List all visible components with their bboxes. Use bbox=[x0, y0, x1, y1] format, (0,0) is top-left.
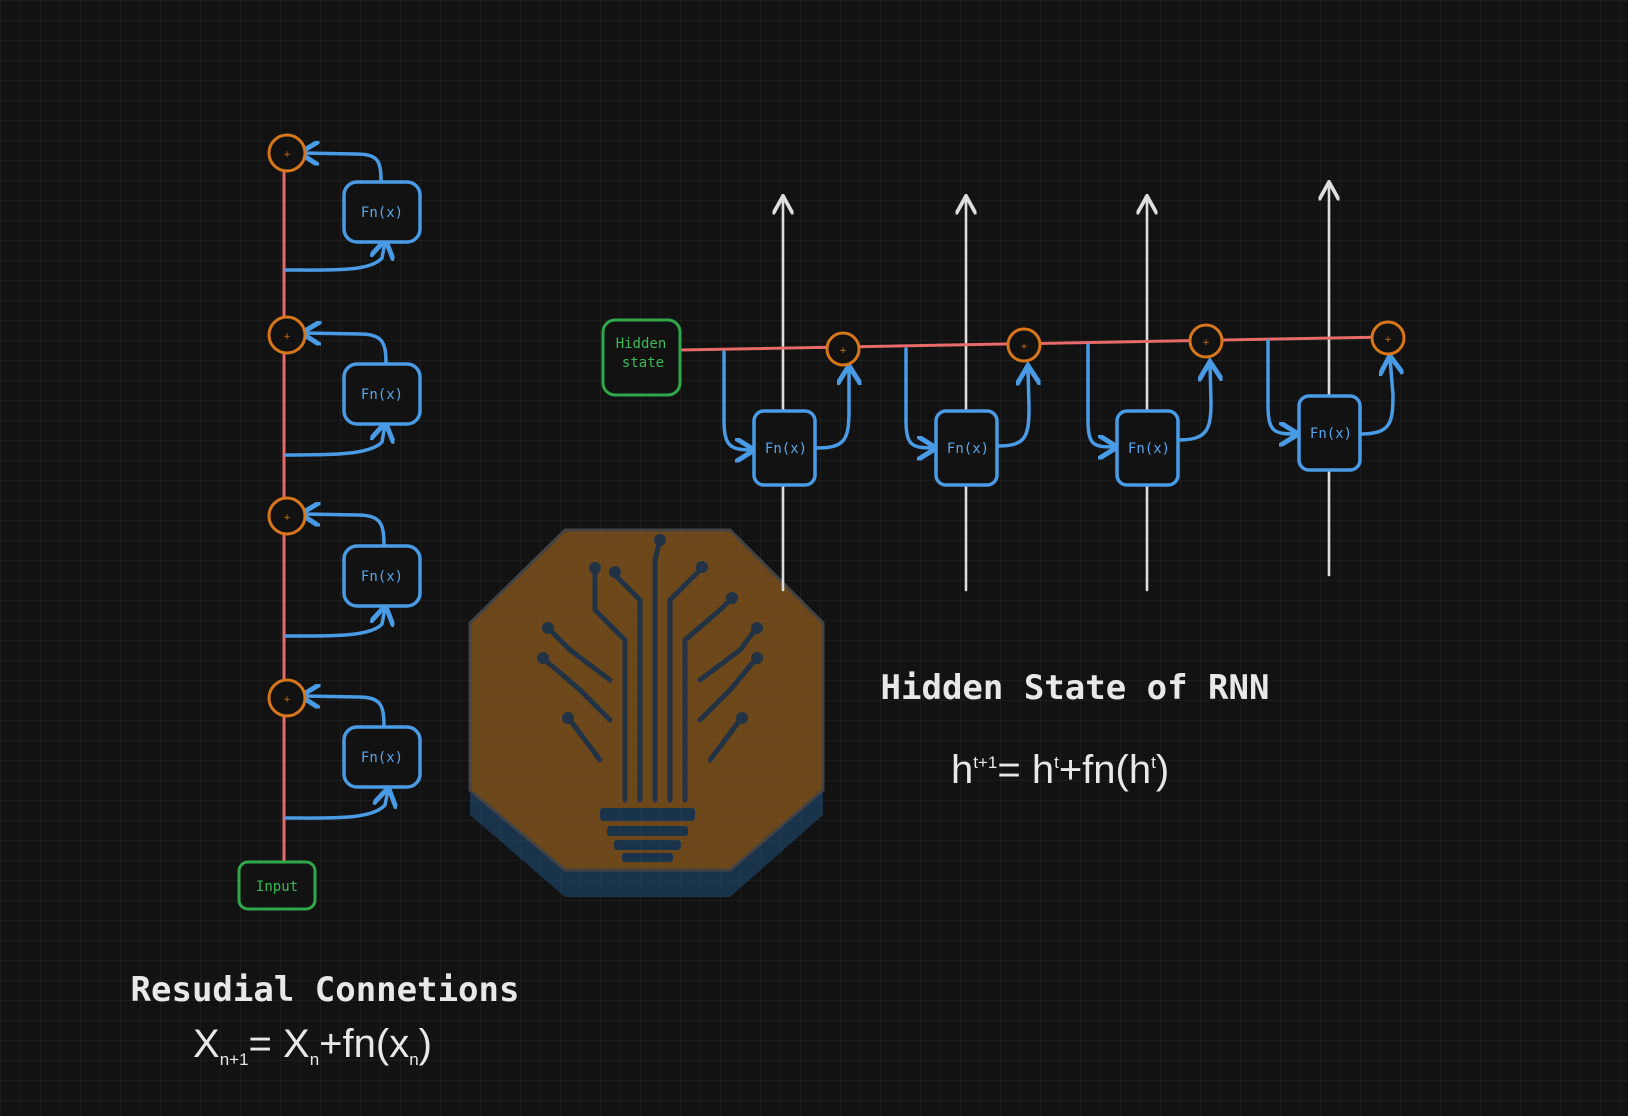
residual-output-arrow bbox=[304, 333, 388, 366]
fn-block bbox=[342, 725, 422, 789]
input-label: Input bbox=[256, 879, 298, 895]
residual-input-arrow bbox=[284, 242, 385, 272]
formula-superscript: t bbox=[1054, 753, 1059, 772]
fn-label: Fn(x) bbox=[361, 750, 403, 766]
formula-part: X bbox=[193, 1022, 220, 1066]
residual-network-diagram: Fn(x) + Fn(x) + Fn(x) + Fn(x) bbox=[131, 133, 520, 1069]
fn-label: Fn(x) bbox=[361, 387, 403, 403]
input-box bbox=[237, 860, 317, 911]
rnn-input-arrow bbox=[904, 347, 934, 448]
rnn-cell: Fn(x) + bbox=[1086, 323, 1224, 487]
formula-subscript: n+1 bbox=[220, 1050, 249, 1069]
residual-output-arrow bbox=[302, 153, 383, 184]
formula-part: +fn(h bbox=[1059, 748, 1151, 792]
fn-block bbox=[342, 362, 422, 426]
circuit-tree-lightbulb-logo bbox=[468, 528, 825, 897]
rnn-input-arrow bbox=[1086, 343, 1115, 447]
sum-node bbox=[267, 678, 307, 718]
fn-block bbox=[1115, 409, 1180, 487]
sum-node bbox=[267, 315, 307, 355]
residual-output-arrow bbox=[303, 514, 386, 548]
formula-superscript: t bbox=[1151, 753, 1156, 772]
sum-node bbox=[1006, 327, 1042, 363]
sum-symbol: + bbox=[283, 332, 291, 342]
formula-part: ) bbox=[1156, 748, 1169, 792]
sum-symbol: + bbox=[1020, 342, 1028, 352]
formula-part: = X bbox=[249, 1022, 310, 1066]
sum-symbol: + bbox=[1384, 335, 1392, 345]
rnn-output-arrow bbox=[995, 368, 1029, 448]
residual-block: Fn(x) + bbox=[267, 133, 422, 272]
formula-superscript: t+1 bbox=[973, 753, 997, 772]
rnn-title: Hidden State of RNN bbox=[881, 668, 1270, 708]
sum-node bbox=[825, 331, 861, 367]
residual-input-arrow bbox=[284, 608, 385, 638]
fn-block bbox=[934, 409, 999, 487]
rnn-cell: Fn(x) + bbox=[904, 327, 1042, 487]
residual-block: Fn(x) + bbox=[267, 678, 422, 820]
fn-label: Fn(x) bbox=[765, 441, 807, 457]
rnn-input-arrow bbox=[1266, 339, 1296, 434]
sum-symbol: + bbox=[283, 513, 291, 523]
sum-symbol: + bbox=[283, 150, 291, 160]
formula-subscript: n bbox=[310, 1050, 319, 1069]
hidden-state-box bbox=[601, 318, 682, 397]
residual-input-arrow bbox=[284, 425, 385, 457]
hidden-state-label-line2: state bbox=[622, 355, 664, 371]
rnn-output-arrow bbox=[1176, 364, 1211, 442]
sum-node bbox=[267, 496, 307, 536]
residual-input-arrow bbox=[284, 790, 388, 820]
residual-output-arrow bbox=[303, 696, 386, 729]
sum-node bbox=[1188, 323, 1224, 359]
residual-block: Fn(x) + bbox=[267, 496, 422, 638]
fn-block bbox=[342, 180, 422, 244]
rnn-cell: Fn(x) + bbox=[722, 331, 861, 487]
fn-block bbox=[1297, 394, 1362, 472]
formula-part: ) bbox=[419, 1022, 432, 1066]
sum-symbol: + bbox=[1202, 338, 1210, 348]
fn-label: Fn(x) bbox=[1310, 426, 1352, 442]
sum-symbol: + bbox=[283, 695, 291, 705]
rnn-cell: Fn(x) + bbox=[1266, 320, 1406, 472]
fn-label: Fn(x) bbox=[361, 569, 403, 585]
fn-label: Fn(x) bbox=[1128, 441, 1170, 457]
fn-label: Fn(x) bbox=[947, 441, 989, 457]
formula-part: +fn(x bbox=[319, 1022, 409, 1066]
rnn-formula: ht+1= ht+fn(ht) bbox=[951, 748, 1169, 792]
fn-block bbox=[342, 544, 422, 608]
sum-node bbox=[1370, 320, 1406, 356]
fn-block bbox=[752, 409, 817, 487]
rnn-diagram: Hidden state Fn(x) + Fn(x) + Fn(x) bbox=[601, 184, 1406, 792]
sum-node bbox=[267, 133, 307, 173]
hidden-state-label-line1: Hidden bbox=[616, 336, 667, 352]
rnn-input-arrow bbox=[722, 350, 752, 450]
residual-formula: Xn+1= Xn+fn(xn) bbox=[193, 1022, 432, 1069]
sum-symbol: + bbox=[839, 346, 847, 356]
fn-label: Fn(x) bbox=[361, 205, 403, 221]
residual-block: Fn(x) + bbox=[267, 315, 422, 457]
rnn-output-arrow bbox=[1358, 358, 1393, 436]
formula-part: = h bbox=[997, 748, 1054, 792]
residual-title: Resudial Connetions bbox=[131, 970, 520, 1010]
formula-part: h bbox=[951, 748, 973, 792]
rnn-output-arrow bbox=[814, 368, 849, 450]
formula-subscript: n bbox=[409, 1050, 418, 1069]
